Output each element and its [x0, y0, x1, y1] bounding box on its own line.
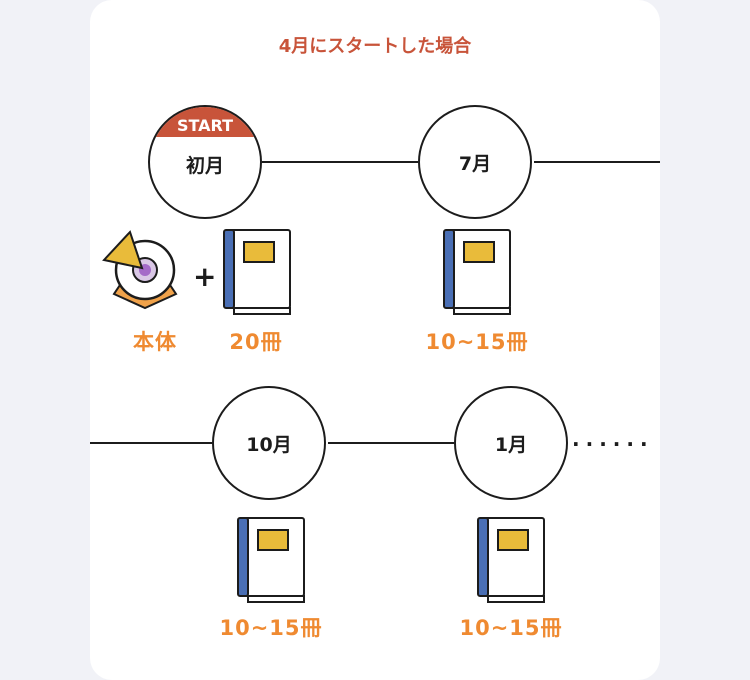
book-icon	[477, 517, 545, 603]
node-first-month: START 初月	[148, 105, 262, 219]
node-label: 7月	[458, 152, 492, 175]
projector-device-icon	[102, 230, 178, 310]
timeline-line	[534, 161, 660, 163]
start-badge: START	[150, 107, 260, 137]
node-label: 10月	[246, 433, 292, 456]
continuation-dots: ······	[572, 432, 654, 456]
device-label: 本体	[133, 330, 177, 354]
book-icon	[443, 229, 511, 315]
node-july: 7月	[418, 105, 532, 219]
july-books-label: 10~15冊	[425, 330, 529, 354]
book-icon	[237, 517, 305, 603]
timeline-line	[328, 442, 454, 444]
node-label: 初月	[185, 154, 224, 177]
october-books-label: 10~15冊	[219, 616, 323, 640]
timeline-line	[90, 442, 212, 444]
timeline-line	[262, 161, 418, 163]
book-icon	[223, 229, 291, 315]
january-books-label: 10~15冊	[459, 616, 563, 640]
node-label: 1月	[494, 433, 528, 456]
node-october: 10月	[212, 386, 326, 500]
first-month-books-label: 20冊	[229, 330, 283, 354]
plus-sign: +	[193, 260, 217, 293]
node-january: 1月	[454, 386, 568, 500]
diagram-title: 4月にスタートした場合	[278, 36, 472, 57]
